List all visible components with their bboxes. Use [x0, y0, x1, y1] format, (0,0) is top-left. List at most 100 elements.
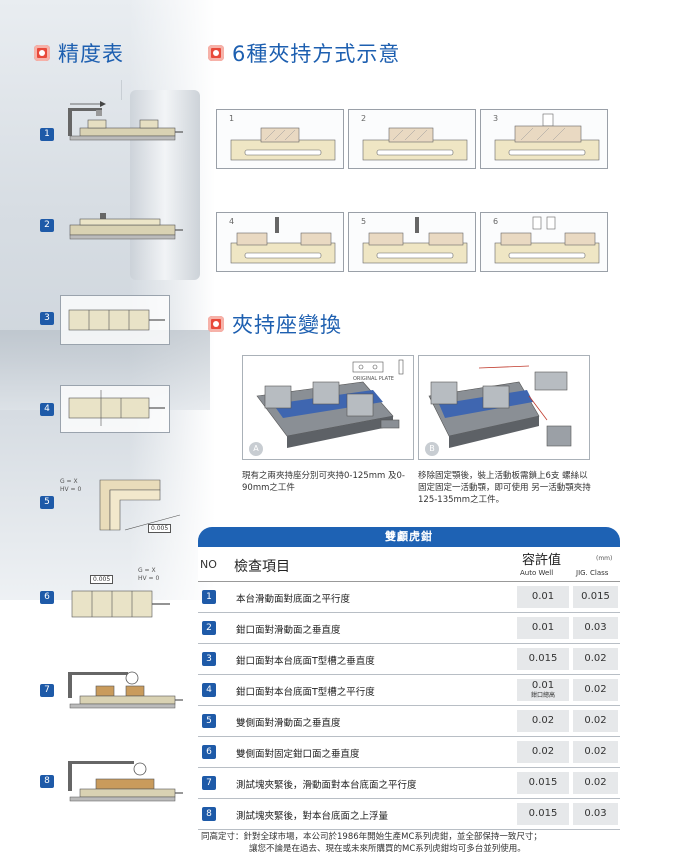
row-jig-value: 0.03	[573, 803, 618, 825]
precision-test-diagram-6	[71, 590, 170, 618]
unit-label: (mm)	[596, 555, 613, 562]
row-item: 測試塊夾緊後，滑動面對本台底面之平行度	[236, 780, 417, 791]
row-item: 本台滑動面對底面之平行度	[236, 594, 351, 605]
table-row: 2 鉗口面對滑動面之垂直度 0.01 0.03	[198, 613, 620, 644]
precision-test-diagram-7	[68, 671, 183, 709]
column-jig-class: JIG. Class	[576, 569, 609, 577]
row-item: 鉗口面對本台底面T型槽之垂直度	[236, 656, 375, 667]
row-number: 4	[202, 683, 216, 697]
divider-line	[121, 80, 122, 100]
precision-test-diagram-4	[60, 385, 170, 433]
table-title: 雙顱虎鉗	[198, 527, 620, 547]
footnote-line-2: 讓您不論是在過去、現在或未來所購買的MC系列虎鉗均可多台並列使用。	[249, 844, 526, 854]
clamping-mode-5: 5	[348, 212, 476, 272]
clamping-mode-3: 3	[480, 109, 608, 169]
column-item: 檢查項目	[234, 559, 290, 575]
row-auto-value: 0.02	[517, 741, 569, 763]
clamping-mode-number: 1	[229, 114, 235, 123]
row-number: 7	[202, 776, 216, 790]
original-plate-label: ORIGINAL PLATE	[353, 376, 394, 382]
precision-test-number: 7	[40, 684, 54, 697]
clamping-section-title: 6種夾持方式示意	[208, 38, 400, 68]
table-row: 4 鉗口面對本台底面T型槽之平行度 0.01 鉗口總高 0.02	[198, 675, 620, 706]
row-jig-value: 0.02	[573, 741, 618, 763]
table-row: 1 本台滑動面對底面之平行度 0.01 0.015	[198, 582, 620, 613]
section-bullet-icon	[208, 45, 224, 61]
precision-test-number: 8	[40, 775, 54, 788]
footnote: 同高定寸：針對全球市場，本公司於1986年開始生產MC系列虎鉗，並全部保持一致尺…	[201, 831, 542, 855]
clamping-mode-number: 3	[493, 114, 499, 123]
clamping-mode-number: 6	[493, 217, 499, 226]
precision-test-diagram-3	[60, 295, 170, 345]
row-jig-value: 0.02	[573, 710, 618, 732]
panel-a-marker: A	[249, 442, 263, 456]
test5-hv-label: HV = 0	[60, 486, 82, 493]
panel-b-caption: 移除固定顎後，裝上活動板需鎖上6支 螺絲以固定固定一活動顎，即可使用 另一活動顎…	[418, 471, 591, 505]
row-jig-value: 0.03	[573, 617, 618, 639]
test5-g-label: G = X	[60, 478, 78, 485]
row-auto-value: 0.015	[517, 772, 569, 794]
row-auto-value-note: 鉗口總高	[530, 692, 555, 699]
table-row: 3 鉗口面對本台底面T型槽之垂直度 0.015 0.02	[198, 644, 620, 675]
change-panel-b: B	[418, 355, 590, 460]
row-item: 測試塊夾緊後，對本台底面之上浮量	[236, 811, 389, 822]
panel-a-caption: 現有之兩夾持座分別可夾持0-125mm 及0-90mm之工件	[242, 471, 405, 493]
row-number: 3	[202, 652, 216, 666]
row-jig-value: 0.02	[573, 772, 618, 794]
precision-test-number: 1	[40, 128, 54, 141]
vise-illustration-a	[256, 359, 404, 448]
row-item: 雙側面對滑動面之垂直度	[236, 718, 341, 729]
row-item: 鉗口面對滑動面之垂直度	[236, 625, 341, 636]
row-auto-value: 0.01 鉗口總高	[517, 679, 569, 701]
change-title-text: 夾持座變換	[232, 313, 342, 337]
column-auto-well: Auto Well	[520, 569, 554, 577]
clamping-mode-2: 2	[348, 109, 476, 169]
column-no: NO	[200, 558, 217, 571]
clamping-mode-number: 5	[361, 217, 367, 226]
clamping-mode-4: 4	[216, 212, 344, 272]
section-bullet-icon	[208, 316, 224, 332]
row-auto-value: 0.015	[517, 648, 569, 670]
change-section-title: 夾持座變換	[208, 309, 342, 339]
column-tolerance: 容許值	[522, 553, 562, 568]
panel-b-marker: B	[425, 442, 439, 456]
row-number: 2	[202, 621, 216, 635]
table-row: 8 測試塊夾緊後，對本台底面之上浮量 0.015 0.03	[198, 799, 620, 830]
clamping-mode-number: 2	[361, 114, 367, 123]
change-panel-a: ORIGINAL PLATE A	[242, 355, 414, 460]
test6-label: G = X HV = 0	[138, 567, 159, 583]
row-jig-value: 0.015	[573, 586, 618, 608]
row-number: 5	[202, 714, 216, 728]
row-jig-value: 0.02	[573, 648, 618, 670]
precision-test-number: 6	[40, 591, 54, 604]
row-auto-value-text: 0.01	[531, 680, 555, 691]
row-auto-value: 0.015	[517, 803, 569, 825]
test6-hv-label: HV = 0	[138, 575, 160, 582]
test6-g-label: G = X	[138, 567, 156, 574]
table-row: 6 雙側面對固定鉗口面之垂直度 0.02 0.02	[198, 737, 620, 768]
precision-test-diagram-2	[69, 213, 183, 240]
precision-test-diagram-8	[68, 761, 183, 802]
row-auto-value: 0.01	[517, 586, 569, 608]
precision-title-text: 精度表	[58, 42, 124, 66]
clamping-title-text: 6種夾持方式示意	[232, 42, 401, 66]
row-auto-value: 0.01	[517, 617, 569, 639]
row-auto-value: 0.02	[517, 710, 569, 732]
footnote-line-1: 同高定寸：針對全球市場，本公司於1986年開始生產MC系列虎鉗，並全部保持一致尺…	[201, 832, 542, 842]
row-item: 鉗口面對本台底面T型槽之平行度	[236, 687, 375, 698]
test5-label: G = X HV = 0	[60, 478, 81, 494]
precision-test-number: 5	[40, 496, 54, 509]
test6-tolerance: 0.005	[90, 575, 114, 584]
row-item: 雙側面對固定鉗口面之垂直度	[236, 749, 360, 760]
clamping-mode-1: 1	[216, 109, 344, 169]
tolerance-table: 1 本台滑動面對底面之平行度 0.01 0.015 2 鉗口面對滑動面之垂直度 …	[198, 582, 620, 830]
precision-test-number: 4	[40, 403, 54, 416]
table-header: NO 檢查項目 容許值 (mm) Auto Well JIG. Class	[198, 547, 620, 582]
test5-tolerance: 0.005	[148, 524, 172, 533]
table-row: 7 測試塊夾緊後，滑動面對本台底面之平行度 0.015 0.02	[198, 768, 620, 799]
precision-test-number: 3	[40, 312, 54, 325]
table-row: 5 雙側面對滑動面之垂直度 0.02 0.02	[198, 706, 620, 737]
row-number: 6	[202, 745, 216, 759]
vise-illustration-b	[428, 365, 572, 448]
precision-test-number: 2	[40, 219, 54, 232]
